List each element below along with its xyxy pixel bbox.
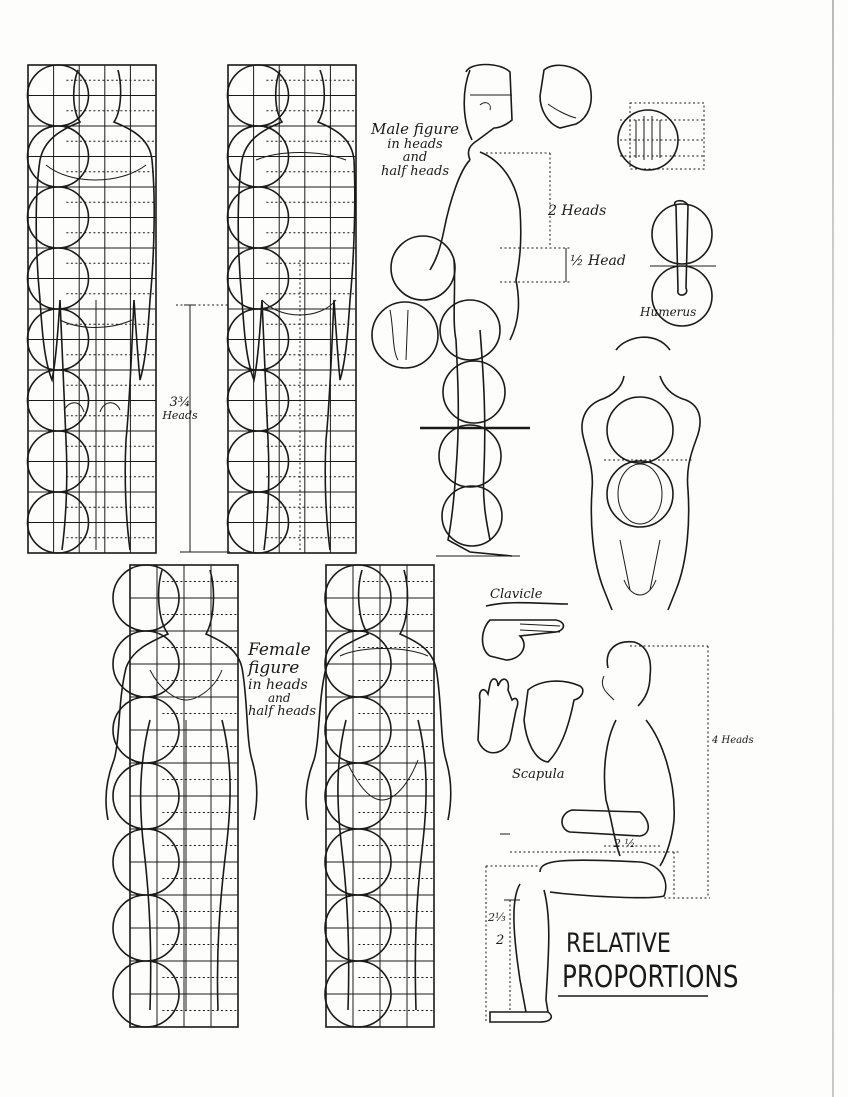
male-caption-line: Male figure: [366, 122, 464, 138]
head-circle: [443, 361, 505, 423]
four-heads-label: 4 Heads: [712, 736, 754, 747]
female-caption-line: figure: [248, 660, 316, 678]
head-circle: [440, 300, 500, 360]
torso-sketch: [582, 337, 700, 610]
female-back-figure: [106, 565, 257, 1027]
hand-on-face-sketch: [540, 65, 591, 128]
three-quarter-dimension: [176, 305, 230, 552]
male-caption: Male figure in heads and half heads: [366, 122, 464, 179]
title-line-2: PROPORTIONS: [562, 962, 738, 994]
male-caption-line: half heads: [366, 165, 464, 179]
hand-head-circle: [618, 103, 704, 170]
three-quarter-fraction: ¾: [178, 395, 191, 410]
two-half-label: 2 ½: [614, 838, 635, 850]
female-caption-line: half heads: [248, 705, 316, 719]
hand-sketch: [478, 679, 518, 753]
male-caption-line: and: [366, 151, 464, 165]
male-front-figure: [228, 65, 357, 553]
clavicle-label: Clavicle: [490, 588, 543, 602]
two-label: 2: [496, 934, 504, 948]
two-heads-label: 2 Heads: [548, 204, 606, 219]
two-third-label: 2⅓: [488, 912, 506, 924]
title-line-1: RELATIVE: [566, 930, 671, 958]
three-quarter-label: 3¾ Heads: [160, 396, 200, 421]
clavicle-sketch: [483, 603, 569, 660]
scapula-sketch: [524, 681, 583, 762]
head-circle: [439, 425, 501, 487]
three-quarter-unit: Heads: [160, 410, 200, 422]
female-caption-line: in heads: [248, 678, 316, 693]
humerus-label: Humerus: [640, 306, 696, 319]
three-quarter-number: 3: [170, 395, 178, 410]
female-front-figure: [306, 565, 451, 1027]
title-underline: [558, 994, 718, 1000]
male-caption-line: in heads: [366, 138, 464, 152]
female-caption: Female figure in heads and half heads: [248, 642, 316, 719]
male-back-figure: [28, 65, 157, 553]
half-head-label: ½ Head: [570, 254, 626, 269]
scapula-label: Scapula: [512, 768, 565, 782]
